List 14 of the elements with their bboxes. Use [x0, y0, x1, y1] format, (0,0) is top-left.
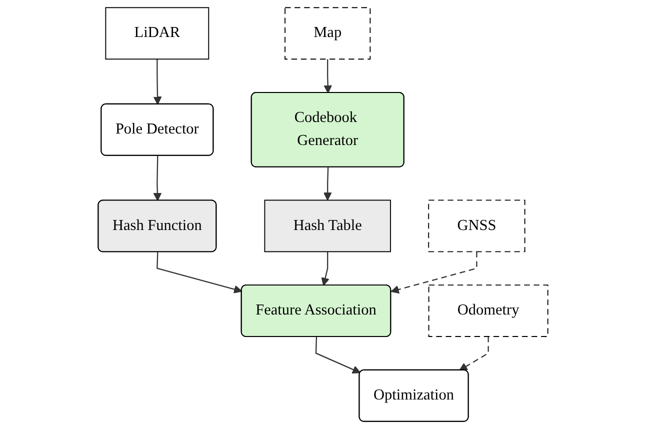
arrow [315, 336, 361, 374]
arrow [390, 252, 478, 294]
arrow [321, 252, 330, 286]
node-box: Map [284, 7, 371, 60]
arrow [459, 336, 489, 371]
arrow [153, 156, 162, 202]
arrow [156, 252, 242, 294]
node-box: Hash Table [264, 200, 391, 252]
node-box: LiDAR [105, 7, 210, 60]
arrow [324, 59, 332, 94]
node-box: Odometry [428, 284, 548, 337]
arrow [153, 59, 162, 105]
node-box: GNSS [428, 200, 526, 252]
arrow [323, 167, 332, 201]
